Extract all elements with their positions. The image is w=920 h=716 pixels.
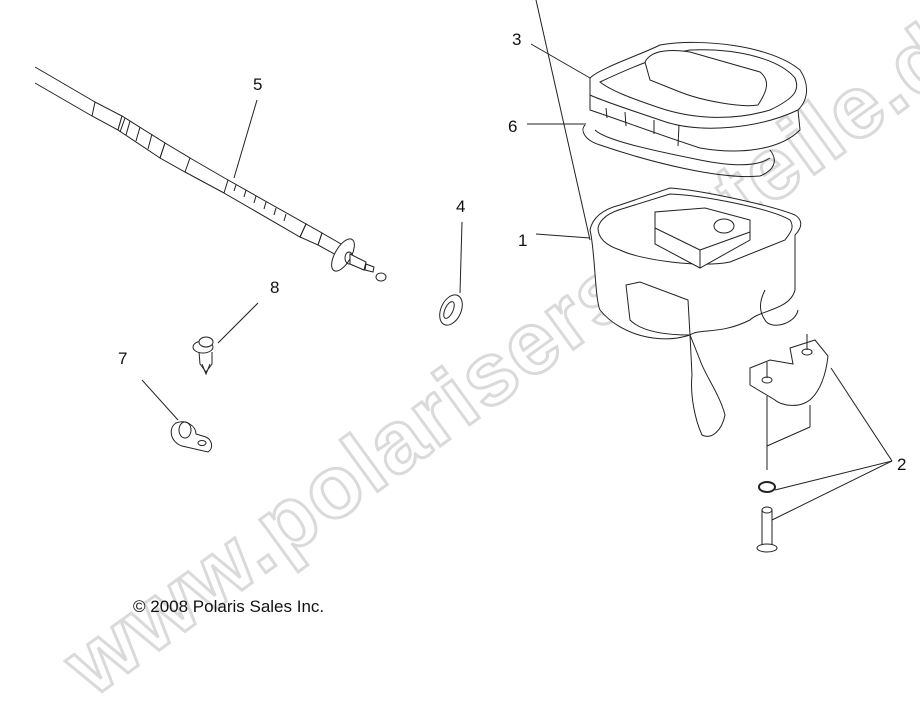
leader-line-4 [459, 221, 463, 294]
clamp-set-part [749, 334, 829, 553]
callout-7: 7 [118, 349, 128, 368]
leader-line-5 [233, 99, 258, 179]
washer-part [439, 294, 463, 326]
callout-2: 2 [897, 455, 907, 474]
housing-cover-part [589, 41, 807, 152]
leader-line-2b [774, 460, 893, 491]
leader-line-1 [535, 0, 591, 241]
callout-5: 5 [253, 75, 263, 94]
push-rivet-part [192, 336, 214, 376]
leader-line-3 [530, 43, 591, 79]
throttle-cable-part [34, 66, 387, 282]
cable-clamp-part [170, 421, 213, 453]
callout-8: 8 [270, 278, 280, 297]
gasket-part [582, 124, 775, 178]
leader-line-2a [830, 367, 893, 462]
switch-housing-part [589, 187, 802, 437]
leader-line-8 [217, 302, 259, 344]
callout-1: 1 [518, 231, 528, 250]
callout-6: 6 [508, 117, 518, 136]
copyright-notice: © 2008 Polaris Sales Inc. [133, 597, 325, 616]
callout-3: 3 [512, 30, 522, 49]
leader-line-2c [771, 460, 893, 521]
diagram-drawing [34, 0, 893, 553]
parts-diagram: www.polarisersatzteile.de [34, 0, 920, 715]
leader-line-7 [141, 379, 179, 421]
callout-4: 4 [456, 197, 466, 216]
